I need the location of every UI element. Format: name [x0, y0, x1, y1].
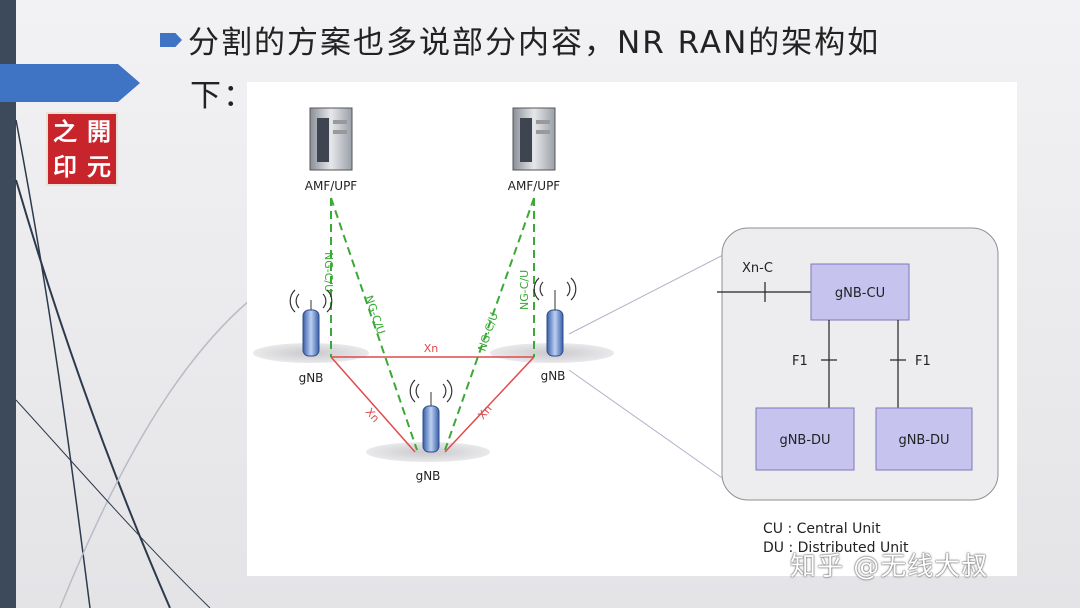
decorative-curves: [15, 119, 251, 608]
logo-char: 元: [87, 151, 111, 181]
core-left-label: AMF/UPF: [305, 179, 358, 193]
ng-label-1: NG-C/U: [322, 252, 335, 292]
logo-char: 之: [53, 116, 77, 146]
ng-label-3: NG-C/U: [476, 311, 501, 353]
watermark: 知乎 @无线大叔: [790, 552, 989, 582]
ng-links: [330, 197, 535, 451]
gnb-du-right-label: gNB-DU: [898, 433, 949, 448]
f1-left-label: F1: [792, 354, 808, 369]
gnb-du-right-box: [875, 407, 973, 471]
logo-char: 印: [53, 151, 77, 181]
core-right-label: AMF/UPF: [508, 179, 561, 193]
zoom-line: [568, 253, 726, 335]
xn-top-label: Xn: [424, 342, 439, 355]
title-line-1: 分割的方案也多说部分内容，NR RAN的架构如: [188, 25, 881, 61]
ng-label-4: NG-C/U: [518, 270, 531, 310]
antenna-left-icon: [289, 289, 333, 357]
nr-ran-architecture-diagram: AMF/UPF AMF/UPF Xn Xn Xn NG-C/U NG-C/U N…: [247, 82, 1017, 576]
xn-left-label: Xn: [363, 406, 382, 425]
xn-right-label: Xn: [475, 402, 494, 421]
left-accent-bar: [0, 0, 16, 608]
gnb-left-label: gNB: [299, 371, 324, 385]
xn-links: [330, 356, 535, 453]
antenna-right-icon: [533, 277, 577, 357]
legend-du: DU : Distributed Unit: [763, 540, 909, 556]
gnb-du-left-box: [755, 407, 855, 471]
server-left-icon: [309, 107, 353, 171]
server-right-icon: [512, 107, 556, 171]
gnb-bottom-label: gNB: [416, 469, 441, 483]
gnb-du-left-label: gNB-DU: [779, 433, 830, 448]
ng-label-2: NG-C/U: [362, 294, 387, 336]
logo-seal: 之 開 印 元: [46, 112, 118, 186]
gnb-cu-label: gNB-CU: [835, 286, 885, 301]
gnb-cu-box: [810, 263, 910, 321]
slide-title: 分割的方案也多说部分内容，NR RAN的架构如: [160, 18, 1040, 68]
legend-cu: CU : Central Unit: [763, 521, 881, 537]
xnc-label: Xn-C: [742, 261, 773, 276]
title-line-2: 下：: [190, 78, 256, 114]
slide-arrow-shape: [0, 64, 140, 102]
antenna-bottom-icon: [409, 379, 453, 453]
logo-char: 開: [87, 116, 111, 146]
f1-right-label: F1: [915, 354, 931, 369]
zoom-line: [568, 369, 726, 481]
gnb-right-label: gNB: [541, 369, 566, 383]
bullet-arrow-icon: [160, 33, 182, 47]
